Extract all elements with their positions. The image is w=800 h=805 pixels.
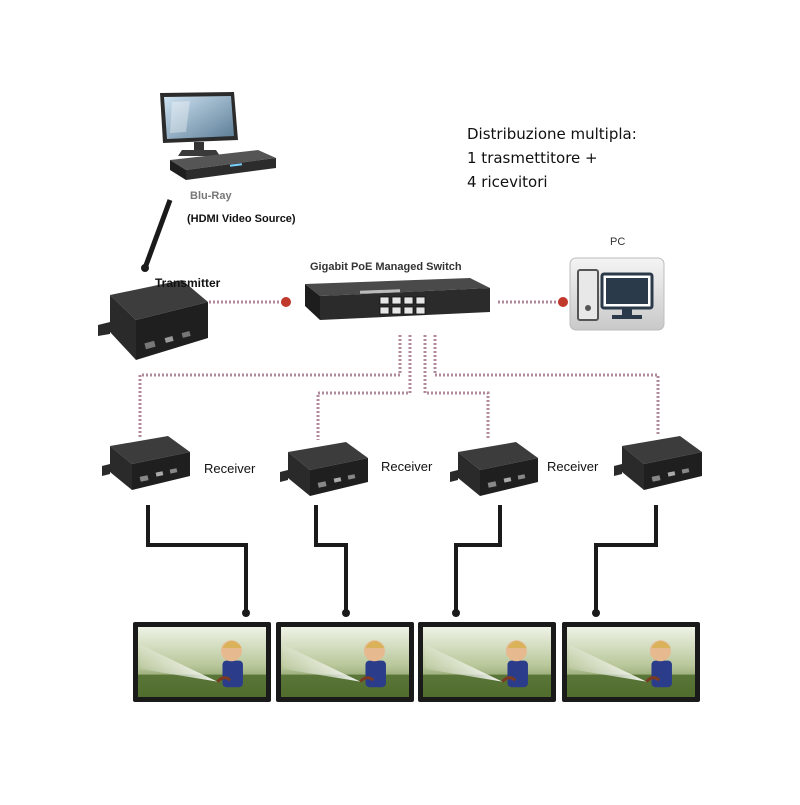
receiver-label-1: Receiver: [204, 461, 256, 476]
switch-port-icon: [391, 306, 402, 315]
transmitter-label: Transmitter: [155, 276, 221, 290]
tv-display-icon: [133, 622, 271, 702]
tv-display-icon: [276, 622, 414, 702]
poe-switch-icon: [305, 278, 490, 320]
hdmi-cable-1: [146, 505, 248, 612]
note-line-1: Distribuzione multipla:: [467, 125, 637, 143]
receiver-group: [102, 436, 702, 496]
switch-port-icon: [415, 296, 426, 305]
source-detail-label: (HDMI Video Source): [187, 213, 296, 225]
switch-port-icon: [403, 306, 414, 315]
hdmi-cable-4: [594, 505, 658, 612]
connector-dot-pc: [558, 297, 568, 307]
cable-receiver-4: [433, 335, 660, 435]
switch-port-icon: [379, 306, 390, 315]
bluray-player-icon: [170, 150, 276, 180]
source-name-label: Blu-Ray: [190, 190, 232, 202]
hdmi-cable-3: [454, 505, 502, 612]
connector-dot-switch-left: [281, 297, 291, 307]
receiver-device-icon: [614, 436, 702, 490]
tv-display-icon: [562, 622, 700, 702]
display-group: [133, 622, 700, 702]
receiver-device-icon: [450, 442, 538, 496]
receiver-device-icon: [102, 436, 190, 490]
note-line-2: 1 trasmettitore +: [467, 149, 598, 167]
switch-port-icon: [391, 296, 402, 305]
hdmi-cable-2: [314, 505, 348, 612]
switch-label: Gigabit PoE Managed Switch: [310, 261, 462, 273]
switch-port-icon: [379, 296, 390, 305]
note-line-3: 4 ricevitori: [467, 173, 548, 191]
switch-port-icon: [415, 306, 426, 315]
switch-port-icon: [403, 296, 414, 305]
hdmi-output-cables: [146, 505, 658, 612]
receiver-label-3: Receiver: [547, 459, 599, 474]
description-note: Distribuzione multipla: 1 trasmettitore …: [467, 122, 637, 194]
receiver-label-2: Receiver: [381, 459, 433, 474]
source-monitor-icon: [160, 92, 238, 156]
hdmi-source-cable: [141, 199, 173, 272]
cable-receiver-1: [138, 335, 402, 438]
cable-receiver-3: [423, 335, 490, 440]
pc-icon: [569, 257, 665, 331]
tv-display-icon: [418, 622, 556, 702]
connector-dots: [281, 297, 568, 307]
switch-ports: [379, 296, 426, 315]
transmitter-device-icon: [98, 280, 208, 360]
cable-receiver-2: [316, 335, 412, 440]
network-cables: [138, 300, 660, 440]
receiver-device-icon: [280, 442, 368, 496]
hdmi-plug-icon: [141, 264, 149, 272]
hdmi-plug-dots: [242, 609, 600, 617]
pc-label: PC: [610, 236, 626, 248]
